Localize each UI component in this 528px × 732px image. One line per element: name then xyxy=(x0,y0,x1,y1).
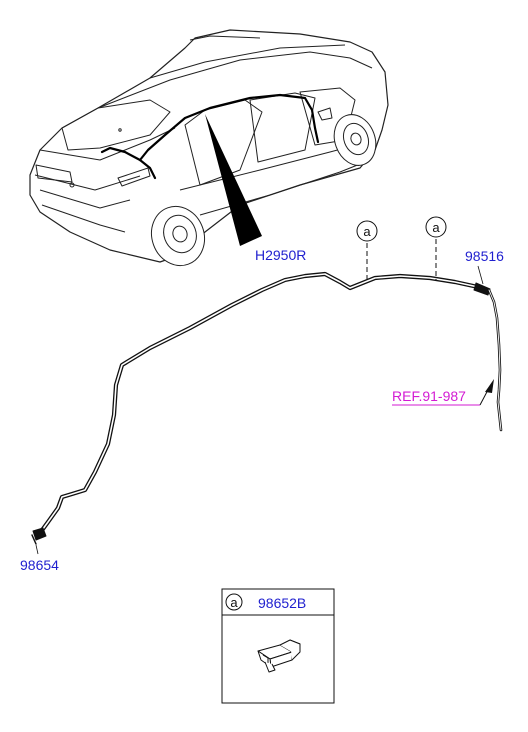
car-illustration xyxy=(29,29,389,267)
reference-arrow xyxy=(485,379,494,393)
reference-link[interactable]: REF.91-987 xyxy=(392,388,466,404)
right-end-label: 98516 xyxy=(465,248,504,264)
clip-marker-1: a xyxy=(356,220,378,279)
clip-part-icon xyxy=(257,639,301,673)
clip-marker-2-label: a xyxy=(432,220,440,235)
car-wiring xyxy=(100,93,320,180)
legend-part-number: 98652B xyxy=(258,595,306,611)
antenna-cable xyxy=(31,271,503,545)
legend-marker: a xyxy=(230,595,238,610)
parts-legend: a 98652B xyxy=(221,588,335,704)
clip-marker-2: a xyxy=(425,216,447,280)
left-end-label: 98654 xyxy=(20,557,59,573)
clip-marker-1-label: a xyxy=(363,224,371,239)
assembly-label: H2950R xyxy=(255,247,306,263)
callout-pointer xyxy=(205,114,262,246)
